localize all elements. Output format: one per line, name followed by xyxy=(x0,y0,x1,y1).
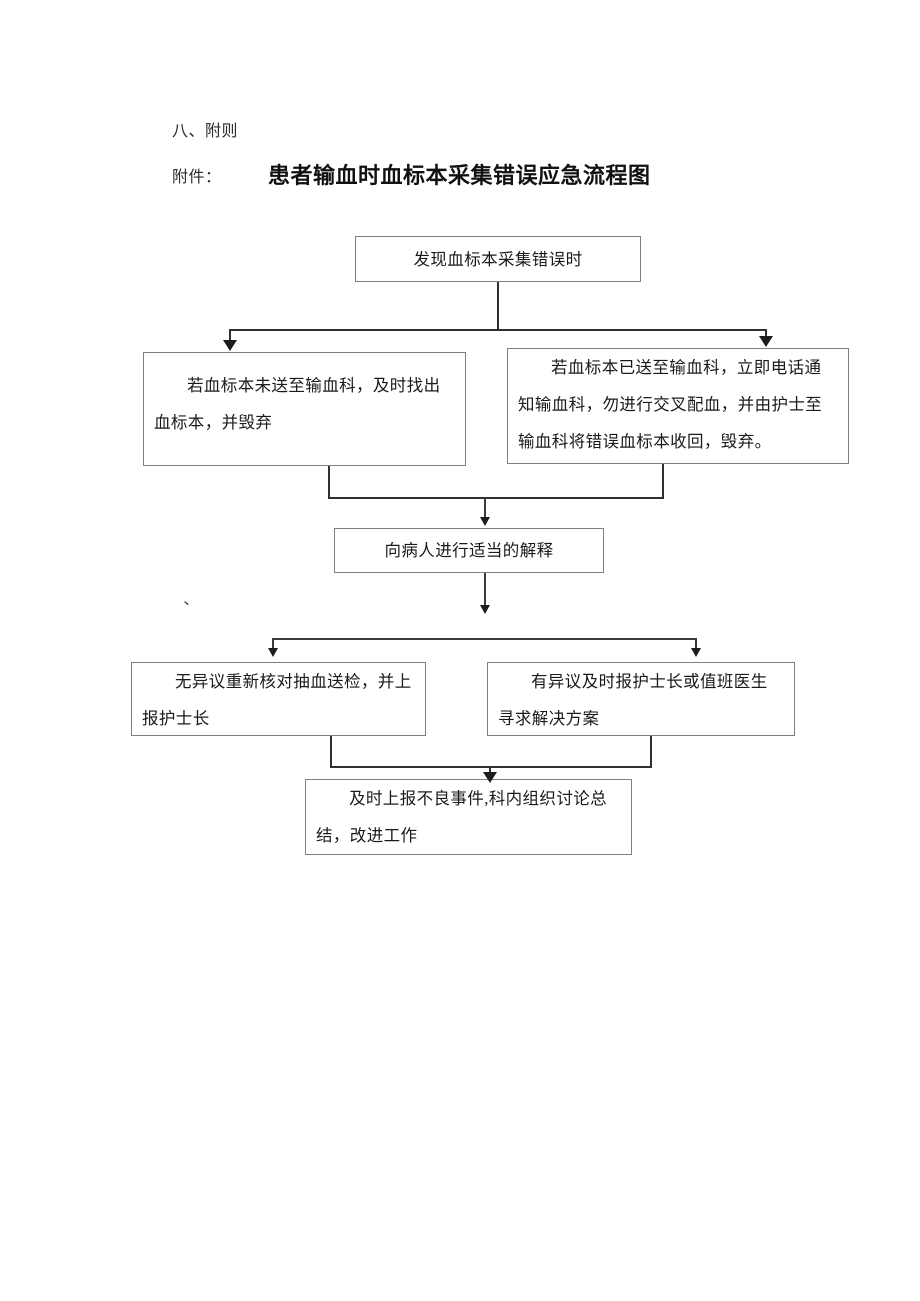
flow-node-explain-label: 向病人进行适当的解释 xyxy=(384,541,554,560)
flow-node-no-dispute-label: 无异议重新核对抽血送检，并上报护士长 xyxy=(142,672,412,728)
connector-explain-stem xyxy=(484,573,486,607)
flow-node-dispute-label: 有异议及时报护士长或值班医生寻求解决方案 xyxy=(498,672,768,728)
connector-explain-left-drop xyxy=(272,638,274,650)
connector-explain-split-bar xyxy=(272,638,696,640)
arrowhead-to-explain xyxy=(480,517,490,526)
connector-not-sent-drop xyxy=(328,466,330,499)
arrowhead-to-no-dispute xyxy=(268,648,278,657)
connector-start-right-drop xyxy=(765,329,767,338)
connector-explain-right-drop xyxy=(695,638,697,650)
connector-merge-stem-upper xyxy=(484,497,486,519)
arrowhead-explain-stem-end xyxy=(480,605,490,614)
flow-node-already-sent: 若血标本已送至输血科，立即电话通知输血科，勿进行交叉配血，并由护士至输血科将错误… xyxy=(507,348,849,464)
arrowhead-to-already-sent xyxy=(759,336,773,347)
connector-merge-stem-lower xyxy=(489,766,491,777)
flow-node-start: 发现血标本采集错误时 xyxy=(355,236,641,282)
stray-ink-mark: 、 xyxy=(182,591,199,609)
flow-node-already-sent-label: 若血标本已送至输血科，立即电话通知输血科，勿进行交叉配血，并由护士至输血科将错误… xyxy=(518,358,823,451)
connector-merge-bar-upper xyxy=(328,497,664,499)
connector-merge-bar-lower xyxy=(330,766,652,768)
page-title: 患者输血时血标本采集错误应急流程图 xyxy=(268,164,651,189)
arrowhead-to-not-sent xyxy=(223,340,237,351)
attachment-label: 附件： xyxy=(172,169,222,186)
connector-start-left-drop xyxy=(229,329,231,342)
arrowhead-to-dispute xyxy=(691,648,701,657)
section-heading: 八、附则 xyxy=(172,123,239,140)
flow-node-report: 及时上报不良事件,科内组织讨论总结，改进工作 xyxy=(305,779,632,855)
connector-no-dispute-drop xyxy=(330,736,332,768)
flow-node-no-dispute: 无异议重新核对抽血送检，并上报护士长 xyxy=(131,662,426,736)
arrowhead-to-report xyxy=(483,772,497,783)
flow-node-not-sent: 若血标本未送至输血科，及时找出血标本，并毁弃 xyxy=(143,352,466,466)
flow-node-start-label: 发现血标本采集错误时 xyxy=(413,249,583,269)
connector-already-sent-drop xyxy=(662,464,664,499)
flow-node-report-label: 及时上报不良事件,科内组织讨论总结，改进工作 xyxy=(316,789,608,845)
flow-node-dispute: 有异议及时报护士长或值班医生寻求解决方案 xyxy=(487,662,795,736)
connector-dispute-drop xyxy=(650,736,652,768)
connector-start-stem xyxy=(497,282,499,330)
flow-node-not-sent-label: 若血标本未送至输血科，及时找出血标本，并毁弃 xyxy=(154,376,441,432)
connector-start-split-bar xyxy=(229,329,766,331)
flow-node-explain: 向病人进行适当的解释 xyxy=(334,528,604,573)
